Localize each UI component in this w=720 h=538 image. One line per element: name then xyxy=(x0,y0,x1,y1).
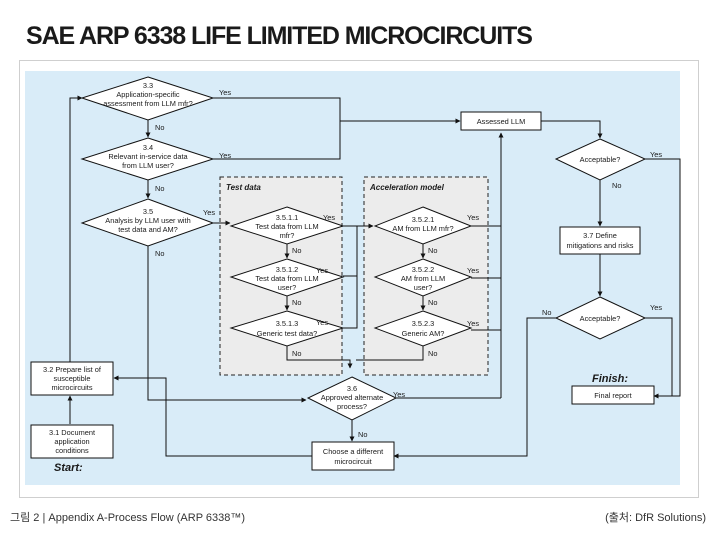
finish-label: Finish: xyxy=(592,373,628,385)
svg-text:Test data from LLM: Test data from LLM xyxy=(255,222,318,231)
svg-text:Relevant in-service data: Relevant in-service data xyxy=(108,152,188,161)
label-no-3-5-1-3: No xyxy=(292,349,301,358)
svg-text:3.5.1.2: 3.5.1.2 xyxy=(276,265,299,274)
label-yes-3-5-1-3: Yes xyxy=(316,318,328,327)
svg-text:AM from LLM mfr?: AM from LLM mfr? xyxy=(392,224,453,233)
label-no-3-5: No xyxy=(155,249,164,258)
svg-text:3.4: 3.4 xyxy=(143,143,153,152)
box-3-1: 3.1 Document application conditions xyxy=(30,424,114,459)
svg-text:conditions: conditions xyxy=(55,446,89,455)
label-no-3-3: No xyxy=(155,123,164,132)
svg-text:Generic test data?: Generic test data? xyxy=(257,329,317,338)
decision-3-5-1-2: 3.5.1.2 Test data from LLM user? xyxy=(229,258,345,297)
decision-3-5: 3.5 Analysis by LLM user with test data … xyxy=(80,198,215,247)
svg-text:Final report: Final report xyxy=(594,391,631,400)
label-yes-3-4: Yes xyxy=(219,151,231,160)
box-final-report: Final report xyxy=(571,385,655,405)
svg-text:assessment from LLM mfr?: assessment from LLM mfr? xyxy=(103,99,193,108)
svg-text:Test data from LLM: Test data from LLM xyxy=(255,274,318,283)
label-no-3-5-2-1: No xyxy=(428,246,437,255)
label-yes-3-5-1-1: Yes xyxy=(323,213,335,222)
svg-text:mitigations and risks: mitigations and risks xyxy=(567,241,634,250)
svg-text:mfr?: mfr? xyxy=(280,231,295,240)
label-yes-3-5-2-3: Yes xyxy=(467,319,479,328)
start-label: Start: xyxy=(54,462,83,474)
label-yes-3-5-1-2: Yes xyxy=(316,266,328,275)
label-no-3-5-2-3: No xyxy=(428,349,437,358)
svg-text:3.5.2.1: 3.5.2.1 xyxy=(412,215,435,224)
box-choose-different: Choose a different microcircuit xyxy=(311,441,395,471)
svg-text:application: application xyxy=(54,437,89,446)
decision-3-5-2-1: 3.5.2.1 AM from LLM mfr? xyxy=(373,206,473,245)
box-assessed-llm: Assessed LLM xyxy=(460,111,542,131)
label-yes-acceptable-1: Yes xyxy=(650,150,662,159)
svg-text:3.5.1.3: 3.5.1.3 xyxy=(276,319,299,328)
label-no-acceptable-2: No xyxy=(542,308,551,317)
label-yes-3-6: Yes xyxy=(393,390,405,399)
group-acceleration-model-label: Acceleration model xyxy=(369,183,445,192)
svg-text:Generic AM?: Generic AM? xyxy=(402,329,445,338)
svg-text:susceptible: susceptible xyxy=(54,374,91,383)
svg-text:3.2 Prepare list of: 3.2 Prepare list of xyxy=(43,365,102,374)
svg-text:test data and AM?: test data and AM? xyxy=(118,225,178,234)
box-3-2: 3.2 Prepare list of susceptible microcir… xyxy=(30,361,114,396)
decision-3-5-2-3: 3.5.2.3 Generic AM? xyxy=(373,310,473,347)
label-yes-3-5-2-1: Yes xyxy=(467,213,479,222)
svg-text:process?: process? xyxy=(337,402,367,411)
svg-text:Assessed LLM: Assessed LLM xyxy=(477,117,525,126)
svg-text:3.3: 3.3 xyxy=(143,81,153,90)
svg-text:3.5.1.1: 3.5.1.1 xyxy=(276,213,299,222)
label-no-3-6: No xyxy=(358,430,367,439)
svg-text:3.7 Define: 3.7 Define xyxy=(583,231,617,240)
svg-text:from LLM user?: from LLM user? xyxy=(122,161,174,170)
label-no-3-5-1-2: No xyxy=(292,298,301,307)
svg-text:Analysis by LLM user with: Analysis by LLM user with xyxy=(105,216,190,225)
box-3-7: 3.7 Define mitigations and risks xyxy=(559,226,641,255)
label-no-3-5-2-2: No xyxy=(428,298,437,307)
decision-3-5-1-3: 3.5.1.3 Generic test data? xyxy=(229,310,345,347)
svg-text:3.5: 3.5 xyxy=(143,207,153,216)
svg-text:user?: user? xyxy=(414,283,433,292)
label-no-acceptable-1: No xyxy=(612,181,621,190)
svg-text:Choose a different: Choose a different xyxy=(323,447,383,456)
group-test-data-label: Test data xyxy=(226,183,261,192)
svg-text:Acceptable?: Acceptable? xyxy=(580,155,621,164)
label-no-3-5-1-1: No xyxy=(292,246,301,255)
figure-source: (출처: DfR Solutions) xyxy=(605,512,706,524)
yes-no-labels: Yes No Yes No Yes No Yes No Yes No Yes N… xyxy=(155,88,662,439)
svg-text:3.6: 3.6 xyxy=(347,384,357,393)
decision-3-5-1-1: 3.5.1.1 Test data from LLM mfr? xyxy=(229,206,345,245)
decision-acceptable-1: Acceptable? xyxy=(554,138,647,181)
figure-caption: 그림 2 | Appendix A-Process Flow (ARP 6338… xyxy=(10,512,246,524)
decision-3-4: 3.4 Relevant in-service data from LLM us… xyxy=(80,137,215,181)
svg-text:microcircuits: microcircuits xyxy=(51,383,92,392)
label-yes-3-5-2-2: Yes xyxy=(467,266,479,275)
connectors xyxy=(67,95,681,459)
svg-text:3.5.2.2: 3.5.2.2 xyxy=(412,265,435,274)
decision-acceptable-2: Acceptable? xyxy=(554,296,647,340)
svg-text:3.1 Document: 3.1 Document xyxy=(49,428,95,437)
decision-3-3: 3.3 Application-specific assessment from… xyxy=(80,76,215,121)
label-yes-acceptable-2: Yes xyxy=(650,303,662,312)
svg-text:user?: user? xyxy=(278,283,297,292)
label-no-3-4: No xyxy=(155,184,164,193)
svg-text:AM from LLM: AM from LLM xyxy=(401,274,445,283)
svg-text:Application-specific: Application-specific xyxy=(116,90,180,99)
svg-text:Approved alternate: Approved alternate xyxy=(321,393,383,402)
svg-text:microcircuit: microcircuit xyxy=(334,457,371,466)
page-title: SAE ARP 6338 LIFE LIMITED MICROCIRCUITS xyxy=(26,22,533,50)
decision-3-6: 3.6 Approved alternate process? xyxy=(306,376,398,421)
svg-text:3.5.2.3: 3.5.2.3 xyxy=(412,319,435,328)
decision-3-5-2-2: 3.5.2.2 AM from LLM user? xyxy=(373,258,473,297)
label-yes-3-5: Yes xyxy=(203,208,215,217)
label-yes-3-3: Yes xyxy=(219,88,231,97)
svg-text:Acceptable?: Acceptable? xyxy=(580,314,621,323)
